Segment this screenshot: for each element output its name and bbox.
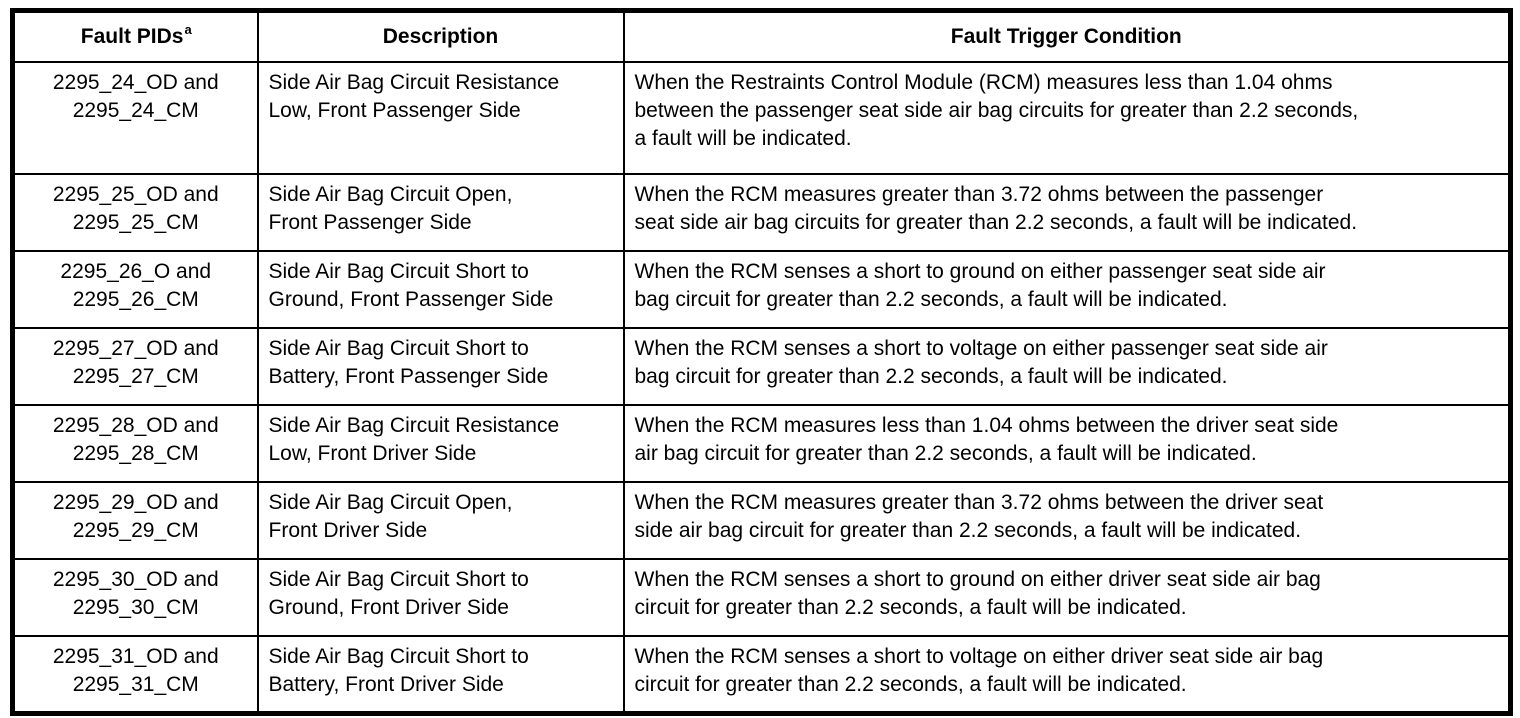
cell-fault-pids: 2295_31_OD and 2295_31_CM [11,635,259,714]
cell-description: Side Air Bag Circuit Open, Front Driver … [256,481,625,560]
col-header-fault-pids-label: Fault PIDs [80,25,184,48]
cell-fault-pids: 2295_29_OD and 2295_29_CM [11,481,259,560]
cell-condition: When the RCM measures less than 1.04 ohm… [622,404,1512,483]
fault-pids-table: Fault PIDsa Description Fault Trigger Co… [10,8,1513,716]
cell-condition: When the RCM senses a short to ground on… [622,558,1512,637]
cell-fault-pids: 2295_25_OD and 2295_25_CM [11,173,259,252]
cell-description: Side Air Bag Circuit Resistance Low, Fro… [256,404,625,483]
cell-condition: When the RCM senses a short to ground on… [622,250,1512,329]
table-row: 2295_29_OD and 2295_29_CM Side Air Bag C… [11,481,1512,560]
cell-fault-pids: 2295_30_OD and 2295_30_CM [11,558,259,637]
cell-condition: When the RCM measures greater than 3.72 … [622,481,1512,560]
table-body: 2295_24_OD and 2295_24_CM Side Air Bag C… [11,61,1512,714]
cell-condition: When the RCM measures greater than 3.72 … [622,173,1512,252]
cell-condition: When the RCM senses a short to voltage o… [622,635,1512,714]
table-header: Fault PIDsa Description Fault Trigger Co… [11,9,1512,63]
col-header-fault-trigger-condition: Fault Trigger Condition [622,9,1512,63]
table-row: 2295_26_O and 2295_26_CM Side Air Bag Ci… [11,250,1512,329]
cell-description: Side Air Bag Circuit Short to Ground, Fr… [256,558,625,637]
cell-description: Side Air Bag Circuit Short to Ground, Fr… [256,250,625,329]
col-header-fault-pids: Fault PIDsa [11,9,259,63]
cell-description: Side Air Bag Circuit Short to Battery, F… [256,635,625,714]
cell-fault-pids: 2295_26_O and 2295_26_CM [11,250,259,329]
table-row: 2295_30_OD and 2295_30_CM Side Air Bag C… [11,558,1512,637]
table-row: 2295_31_OD and 2295_31_CM Side Air Bag C… [11,635,1512,714]
cell-fault-pids: 2295_28_OD and 2295_28_CM [11,404,259,483]
cell-description: Side Air Bag Circuit Resistance Low, Fro… [256,61,625,175]
table-row: 2295_28_OD and 2295_28_CM Side Air Bag C… [11,404,1512,483]
cell-condition: When the Restraints Control Module (RCM)… [622,61,1512,175]
cell-condition: When the RCM senses a short to voltage o… [622,327,1512,406]
table-row: 2295_27_OD and 2295_27_CM Side Air Bag C… [11,327,1512,406]
cell-description: Side Air Bag Circuit Short to Battery, F… [256,327,625,406]
table-row: 2295_25_OD and 2295_25_CM Side Air Bag C… [11,173,1512,252]
cell-fault-pids: 2295_24_OD and 2295_24_CM [11,61,259,175]
header-row: Fault PIDsa Description Fault Trigger Co… [11,9,1512,63]
cell-description: Side Air Bag Circuit Open, Front Passeng… [256,173,625,252]
cell-fault-pids: 2295_27_OD and 2295_27_CM [11,327,259,406]
col-header-description: Description [256,9,625,63]
table-row: 2295_24_OD and 2295_24_CM Side Air Bag C… [11,61,1512,175]
footnote-marker: a [184,22,192,37]
